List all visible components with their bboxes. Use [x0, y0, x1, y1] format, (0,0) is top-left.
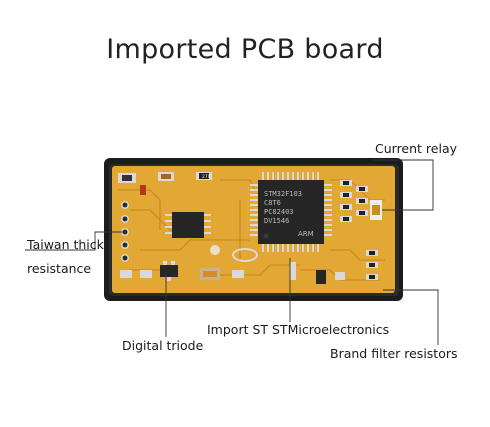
crystal	[232, 248, 258, 262]
smd-component	[120, 270, 132, 278]
resistor-code: 270	[202, 174, 211, 180]
mcu-chip	[258, 180, 324, 244]
filter-resistor-array	[340, 180, 378, 280]
callout-leaders	[25, 159, 439, 345]
callout-resistance: resistance	[27, 261, 92, 276]
smd-component	[316, 270, 326, 284]
chip-text-line4: DV1546	[264, 217, 289, 225]
chip-text-line3: PC82403	[264, 208, 294, 216]
chip-text-line1: STM32F103	[264, 190, 302, 198]
chip-brand: ARM	[298, 230, 314, 238]
callout-brand-filter: Brand filter resistors	[330, 346, 458, 361]
page-title: Imported PCB board	[106, 34, 384, 65]
callout-current-relay: Current relay	[375, 141, 458, 156]
smd-component	[140, 185, 146, 195]
callout-import-st: Import ST STMicroelectronics	[207, 322, 390, 337]
transistor	[160, 265, 178, 277]
callout-taiwan-thick: Taiwan thick	[27, 237, 104, 252]
mcu-pins	[250, 172, 332, 252]
op-amp-chip	[172, 212, 204, 238]
smd-component	[140, 270, 152, 278]
smd-component	[232, 270, 244, 278]
chip-text-line2: C8T6	[264, 199, 281, 207]
callout-digital-triode: Digital triode	[122, 338, 204, 353]
